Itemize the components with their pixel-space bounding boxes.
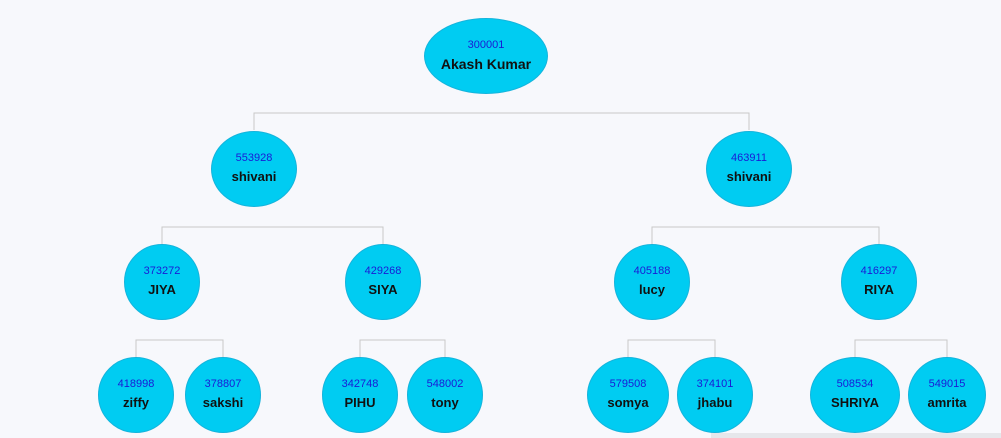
tree-node[interactable]: 416297 RIYA <box>841 244 917 320</box>
tree-node[interactable]: 553928 shivani <box>211 131 297 207</box>
member-name: jhabu <box>697 395 733 410</box>
horizontal-scrollbar[interactable] <box>711 433 1001 438</box>
member-id: 378807 <box>204 378 242 390</box>
member-name: SIYA <box>368 282 398 297</box>
member-name: somya <box>607 395 649 410</box>
member-id: 418998 <box>117 378 155 390</box>
member-name: SHRIYA <box>831 395 879 410</box>
member-name: shivani <box>726 169 772 184</box>
member-id: 374101 <box>696 378 734 390</box>
member-name: JIYA <box>148 282 176 297</box>
connector-lucy <box>627 339 716 357</box>
member-name: RIYA <box>864 282 894 297</box>
member-name: shivani <box>231 169 277 184</box>
member-id: 553928 <box>235 152 273 164</box>
tree-node[interactable]: 463911 shivani <box>706 131 792 207</box>
tree-node[interactable]: 405188 lucy <box>614 244 690 320</box>
member-name: sakshi <box>202 395 244 410</box>
member-name: lucy <box>638 282 665 297</box>
member-id: 342748 <box>341 378 379 390</box>
tree-node[interactable]: 378807 sakshi <box>185 357 261 433</box>
connector-l1-right <box>651 226 880 244</box>
connector-riya <box>854 339 948 357</box>
tree-node[interactable]: 548002 tony <box>407 357 483 433</box>
member-id: 463911 <box>731 152 767 164</box>
member-id: 416297 <box>860 265 898 277</box>
connector-root <box>253 112 750 130</box>
member-name: tony <box>431 395 459 410</box>
tree-node[interactable]: 342748 PIHU <box>322 357 398 433</box>
member-id: 579508 <box>609 378 647 390</box>
member-id: 549015 <box>928 378 966 390</box>
connector-l1-left <box>161 226 384 244</box>
member-name: Akash Kumar <box>440 56 532 72</box>
member-name: ziffy <box>123 395 149 410</box>
tree-node[interactable]: 549015 amrita <box>908 357 986 433</box>
member-id: 429268 <box>364 265 402 277</box>
member-id: 300001 <box>467 39 505 51</box>
tree-node[interactable]: 373272 JIYA <box>124 244 200 320</box>
tree-node[interactable]: 418998 ziffy <box>98 357 174 433</box>
tree-node[interactable]: 579508 somya <box>587 357 669 433</box>
tree-node[interactable]: 374101 jhabu <box>677 357 753 433</box>
member-id: 508534 <box>836 378 874 390</box>
member-name: amrita <box>927 395 967 410</box>
tree-node[interactable]: 508534 SHRIYA <box>810 357 900 433</box>
connector-jiya <box>135 339 224 357</box>
connector-siya <box>359 339 446 357</box>
tree-node[interactable]: 429268 SIYA <box>345 244 421 320</box>
member-name: PIHU <box>344 395 376 410</box>
member-id: 373272 <box>143 265 181 277</box>
member-id: 548002 <box>426 378 464 390</box>
member-id: 405188 <box>633 265 671 277</box>
tree-node-root[interactable]: 300001 Akash Kumar <box>424 18 548 94</box>
